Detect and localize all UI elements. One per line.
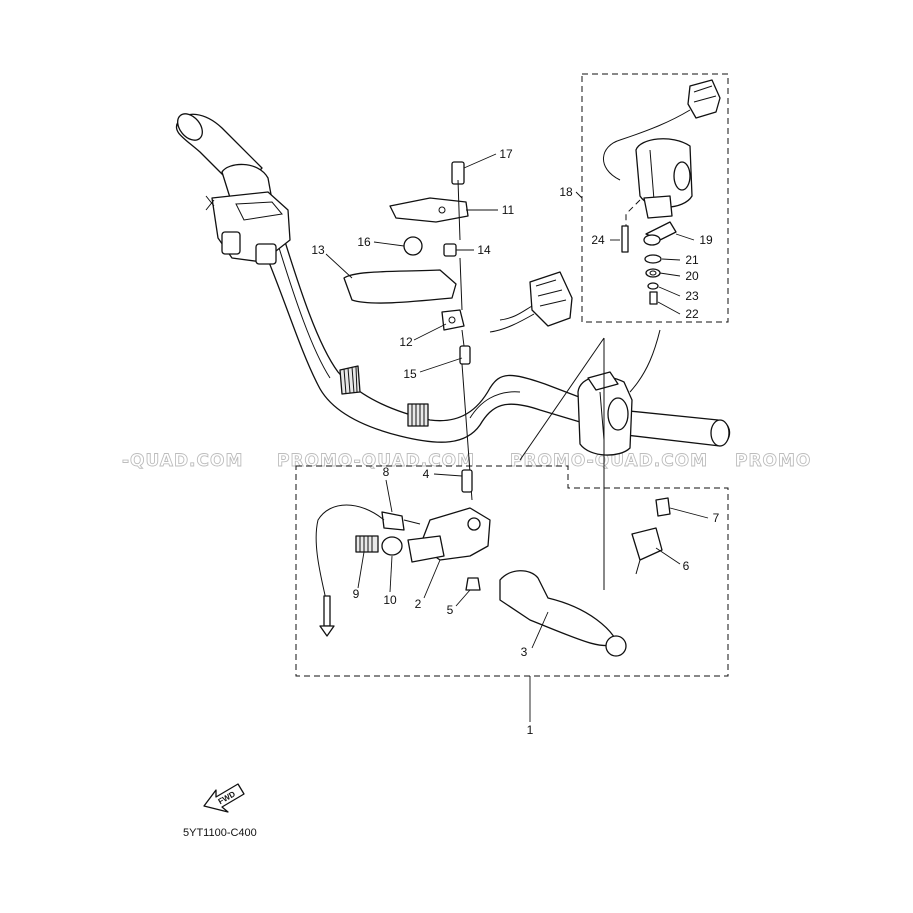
lever-bracket-group (343, 161, 473, 501)
callout-1: 1 (527, 723, 534, 737)
watermark-text: -QUAD.COM (122, 451, 243, 471)
subassembly-box-right (581, 73, 729, 323)
grip-end (710, 419, 730, 447)
fwd-arrow: FWD (203, 783, 245, 813)
callout-18: 18 (559, 185, 573, 199)
handlebar-knurl (339, 365, 429, 427)
callout-16: 16 (357, 235, 371, 249)
callout-10: 10 (383, 593, 397, 607)
handlebar (263, 231, 731, 447)
callout-19: 19 (699, 233, 713, 247)
watermark-text: PROMO (735, 451, 811, 471)
callout-22: 22 (685, 307, 699, 321)
callout-4: 4 (423, 467, 430, 481)
watermark-text: PROMO-QUAD.COM (277, 451, 475, 471)
wire-connector (489, 271, 573, 333)
callout-17: 17 (499, 147, 513, 161)
leader-lines (325, 153, 709, 722)
callout-23: 23 (685, 289, 699, 303)
callout-20: 20 (685, 269, 699, 283)
callout-2: 2 (415, 597, 422, 611)
callout-7: 7 (713, 511, 720, 525)
callout-12: 12 (399, 335, 413, 349)
switch-housing (577, 329, 661, 456)
callout-13: 13 (311, 243, 325, 257)
callout-9: 9 (353, 587, 360, 601)
switch-subassembly (603, 79, 721, 238)
callout-14: 14 (477, 243, 491, 257)
callout-21: 21 (685, 253, 699, 267)
small-parts-right (621, 221, 677, 305)
watermark: -QUAD.COM PROMO-QUAD.COM PROMO-QUAD.COM … (122, 451, 811, 472)
callout-6: 6 (683, 559, 690, 573)
callout-3: 3 (521, 645, 528, 659)
callout-5: 5 (447, 603, 454, 617)
left-grip-assembly (175, 113, 291, 265)
callouts: 1 2 3 4 5 6 7 8 9 10 11 12 13 14 15 16 1… (311, 147, 719, 737)
callout-15: 15 (403, 367, 417, 381)
callout-24: 24 (591, 233, 605, 247)
callout-11: 11 (502, 203, 515, 217)
lever-assembly (315, 469, 671, 657)
subassembly-box-lower (295, 465, 729, 677)
diagram-code: 5YT1100-C400 (183, 827, 257, 839)
callout-8: 8 (383, 465, 390, 479)
